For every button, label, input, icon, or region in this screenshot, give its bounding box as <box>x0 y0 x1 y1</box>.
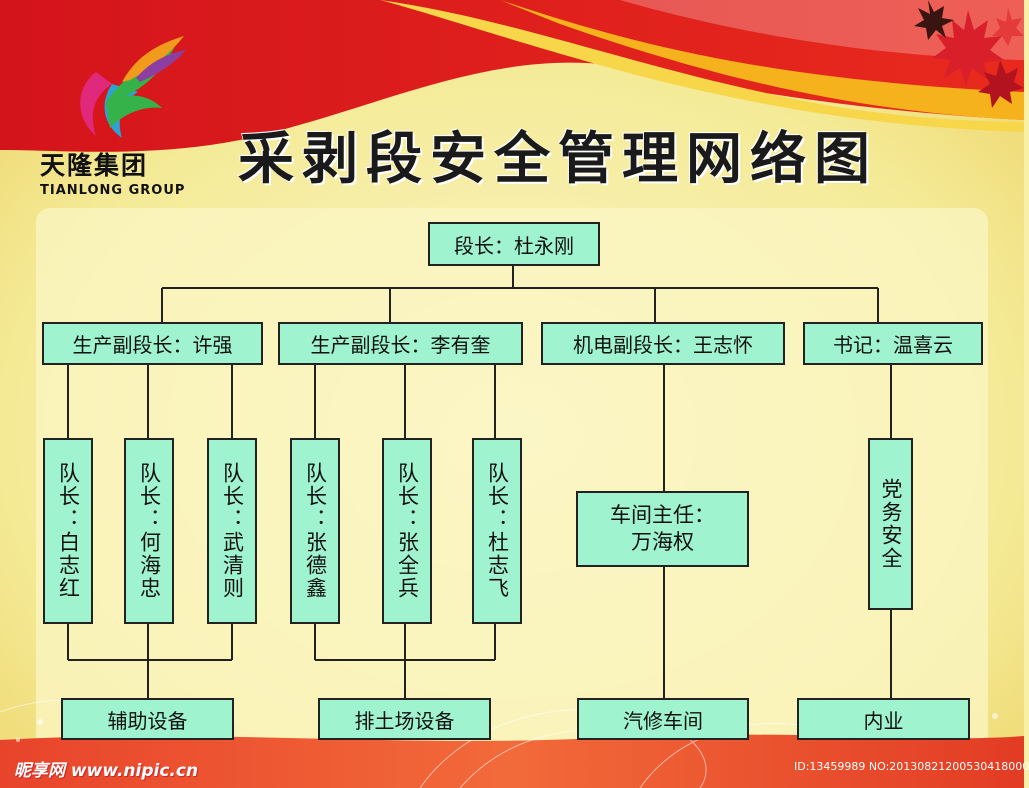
team-leader-box: 队长：杜志飞 <box>472 438 522 624</box>
department-box-dump: 排土场设备 <box>318 698 491 740</box>
party-affairs-box: 党务安全 <box>868 438 913 610</box>
page-title: 采剥段安全管理网络图 <box>238 126 878 192</box>
company-name-en: TIANLONG GROUP <box>40 183 186 198</box>
workshop-director-box: 车间主任： 万海权 <box>576 491 749 567</box>
department-box-garage: 汽修车间 <box>577 698 749 740</box>
team-leader-box: 队长：张德鑫 <box>290 438 340 624</box>
watermark-right: ID:13459989 NO:20130821200530418000 <box>794 760 1029 773</box>
secretary-box: 书记：温喜云 <box>803 322 983 365</box>
team-leader-box: 队长：白志红 <box>43 438 93 624</box>
chief-box: 段长：杜永刚 <box>428 222 600 266</box>
watermark-left: 昵享网 www.nipic.cn <box>14 761 199 781</box>
company-name-cn: 天隆集团 <box>40 151 149 180</box>
team-leader-box: 队长：武清则 <box>207 438 257 624</box>
flame-logo-icon <box>80 36 186 138</box>
department-box-auxiliary: 辅助设备 <box>61 698 234 740</box>
deputy-box-mechanical: 机电副段长：王志怀 <box>541 322 785 365</box>
department-box-internal: 内业 <box>797 698 970 740</box>
deputy-box-production-2: 生产副段长：李有奎 <box>278 322 523 365</box>
team-leader-box: 队长：张全兵 <box>382 438 432 624</box>
team-leader-box: 队长：何海忠 <box>124 438 174 624</box>
deputy-box-production-1: 生产副段长：许强 <box>42 322 263 365</box>
maple-leaf-icon <box>914 0 1024 108</box>
